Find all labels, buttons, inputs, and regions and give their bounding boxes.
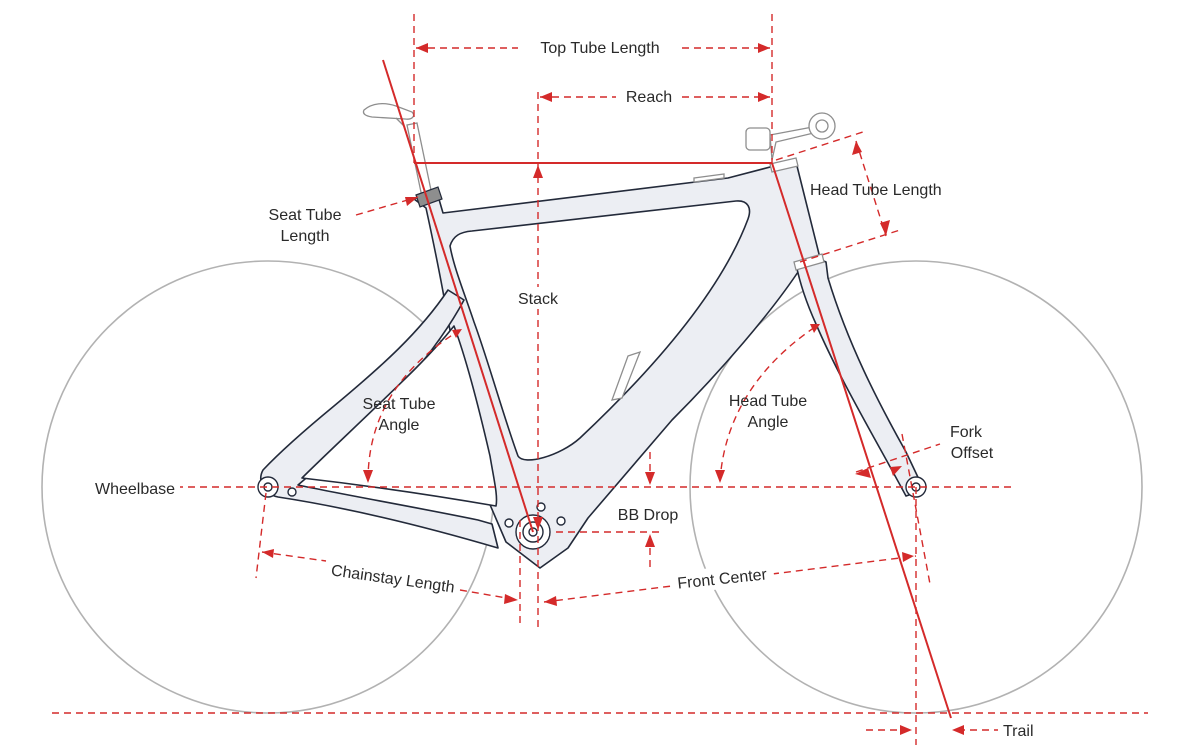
bike-frame — [260, 157, 925, 569]
label-seat-tube-angle-line1: Seat Tube — [363, 396, 436, 413]
seat-tube-axis — [382, 59, 534, 533]
label-seat-tube-angle-line2: Angle — [379, 417, 420, 434]
label-bb-drop: BB Drop — [618, 507, 679, 524]
label-wheelbase: Wheelbase — [95, 481, 175, 498]
labels: Top Tube Length Reach Head Tube Length S… — [92, 36, 1034, 740]
reference-lines — [382, 59, 952, 719]
label-head-tube-length: Head Tube Length — [810, 182, 942, 199]
stem — [745, 112, 836, 161]
label-seat-tube-length-line1: Seat Tube — [269, 207, 342, 224]
label-reach: Reach — [626, 89, 672, 106]
dimension-lines — [52, 14, 1148, 745]
label-fork-offset-line1: Fork — [950, 424, 983, 441]
label-top-tube-length: Top Tube Length — [540, 40, 659, 57]
label-trail: Trail — [1003, 723, 1034, 740]
label-head-tube-angle-line1: Head Tube — [729, 393, 807, 410]
steering-axis — [771, 162, 952, 719]
rear-hub — [257, 476, 297, 498]
seat-collar — [415, 186, 443, 208]
label-chainstay-length: Chainstay Length — [330, 562, 456, 596]
label-stack: Stack — [518, 291, 559, 308]
label-fork-offset-line2: Offset — [951, 445, 994, 462]
label-seat-tube-length-line2: Length — [281, 228, 330, 245]
arrowheads — [262, 43, 964, 735]
label-head-tube-angle-line2: Angle — [748, 414, 789, 431]
